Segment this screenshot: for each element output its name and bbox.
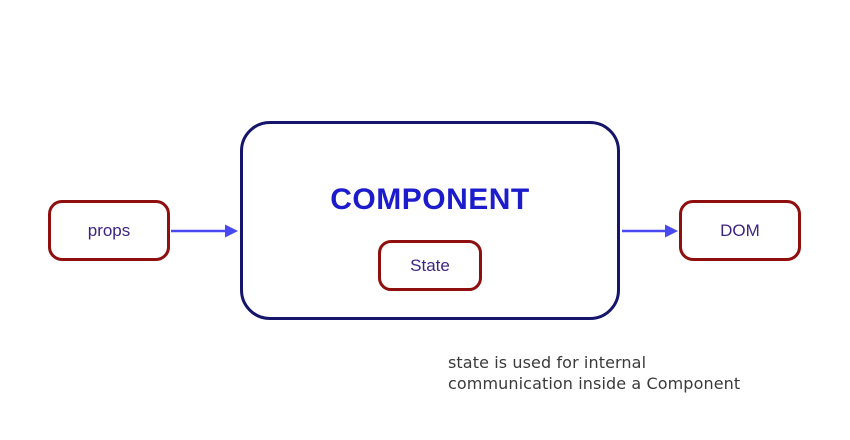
component-box: COMPONENT bbox=[240, 121, 620, 320]
props-label: props bbox=[87, 220, 131, 240]
dom-label: DOM bbox=[720, 220, 760, 240]
caption: state is used for internal communication… bbox=[448, 352, 740, 394]
arrow-right-icon bbox=[171, 224, 238, 238]
arrow-right-icon bbox=[622, 224, 678, 238]
caption-line-2: communication inside a Component bbox=[448, 374, 741, 393]
props-to-component-arrow bbox=[171, 221, 239, 241]
dom-box: DOM bbox=[679, 200, 801, 261]
component-to-dom-arrow bbox=[622, 221, 679, 241]
component-title: COMPONENT bbox=[330, 183, 530, 216]
state-box: State bbox=[378, 240, 482, 291]
props-box: props bbox=[48, 200, 170, 261]
state-label: State bbox=[410, 255, 450, 275]
caption-line-1: state is used for internal bbox=[448, 353, 647, 372]
